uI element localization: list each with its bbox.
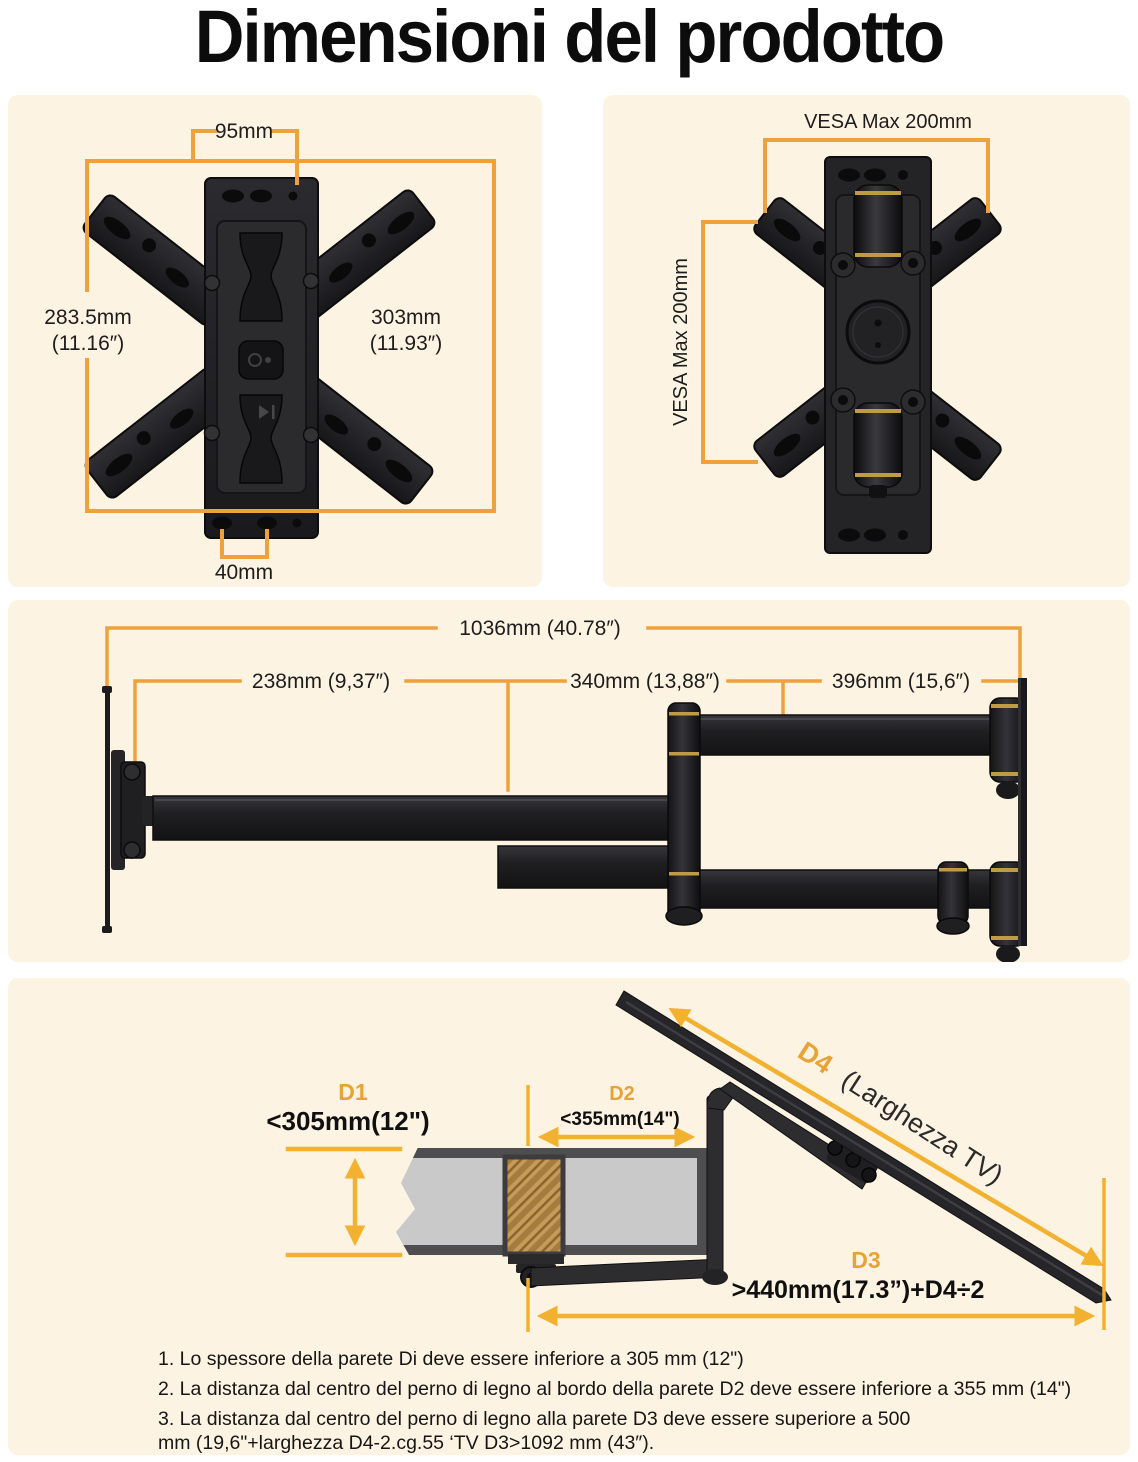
d1-label: D1 [338,1079,368,1105]
side-view-diagram: 1036mm (40.78″) 238mm (9,37″) 340mm (13,… [102,617,1027,962]
d1-dimension: D1 <305mm(12") [266,1079,430,1258]
front-dimension-lines [85,129,496,559]
d2-value: <355mm(14") [560,1109,679,1130]
note-line-3: 3. La distanza dal centro del perno di l… [158,1408,910,1430]
dim-40mm-label: 40mm [215,561,273,584]
dim-303mm-inch-label: (11.93″) [370,332,442,355]
note-line-1: 1. Lo spessore della parete Di deve esse… [158,1348,744,1370]
back-dimension-lines [701,138,990,464]
front-view-diagram: 95mm 283.5mm (11.16″) 303mm (11.93″) 40m… [44,120,496,584]
front-mount-illustration [79,177,439,539]
side-dimension-labels: 1036mm (40.78″) 238mm (9,37″) 340mm (13,… [252,617,970,693]
d1-value: <305mm(12") [266,1106,429,1136]
page-title: Dimensioni del prodotto [194,0,945,78]
note-line-2: 2. La distanza dal centro del perno di l… [158,1378,1071,1400]
dim-283mm-inch-label: (11.16″) [52,332,124,355]
side-dimension-lines [105,626,1022,792]
vesa-max-vertical-label: VESA Max 200mm [670,258,692,426]
back-mount-illustration [750,156,1005,554]
installation-panel: D1 <305mm(12") D2 <355mm(14") D4 (Larghe… [8,978,1130,1455]
installation-notes: 1. Lo spessore della parete Di deve esse… [158,1348,1071,1454]
dim-303mm-label: 303mm [371,306,441,329]
dim-340mm-label: 340mm (13,88″) [570,670,720,693]
vesa-max-horizontal-label: VESA Max 200mm [804,111,972,133]
wood-stud [502,1154,566,1257]
d3-dimension: D3 >440mm(17.3”)+D4÷2 [536,1178,1106,1330]
back-view-diagram: VESA Max 200mm VESA Max 200mm [670,111,1005,554]
installation-diagram: D1 <305mm(12") D2 <355mm(14") D4 (Larghe… [158,990,1112,1454]
dim-396mm-label: 396mm (15,6″) [832,670,970,693]
dim-95mm-label: 95mm [215,120,273,143]
front-dimension-labels: 95mm 283.5mm (11.16″) 303mm (11.93″) 40m… [44,120,442,584]
wall-cross-section [378,1141,713,1262]
dim-1036mm-label: 1036mm (40.78″) [459,617,621,640]
d3-label: D3 [851,1247,880,1273]
back-view-panel: VESA Max 200mm VESA Max 200mm [603,95,1130,587]
d4-label: D4 [793,1036,838,1080]
d2-dimension: D2 <355mm(14") [526,1083,696,1332]
dim-238mm-label: 238mm (9,37″) [252,670,390,693]
side-arm-illustration [102,678,1027,962]
d3-value: >440mm(17.3”)+D4÷2 [732,1276,985,1304]
d2-label: D2 [609,1083,635,1105]
front-view-panel: 95mm 283.5mm (11.16″) 303mm (11.93″) 40m… [8,95,542,587]
d4-dimension: D4 (Larghezza TV) [668,1007,1104,1267]
note-line-4: mm (19,6"+larghezza D4-2.cg.55 ‘TV D3>10… [158,1432,654,1454]
dim-283mm-label: 283.5mm [44,306,132,329]
side-view-panel: 1036mm (40.78″) 238mm (9,37″) 340mm (13,… [8,600,1130,962]
